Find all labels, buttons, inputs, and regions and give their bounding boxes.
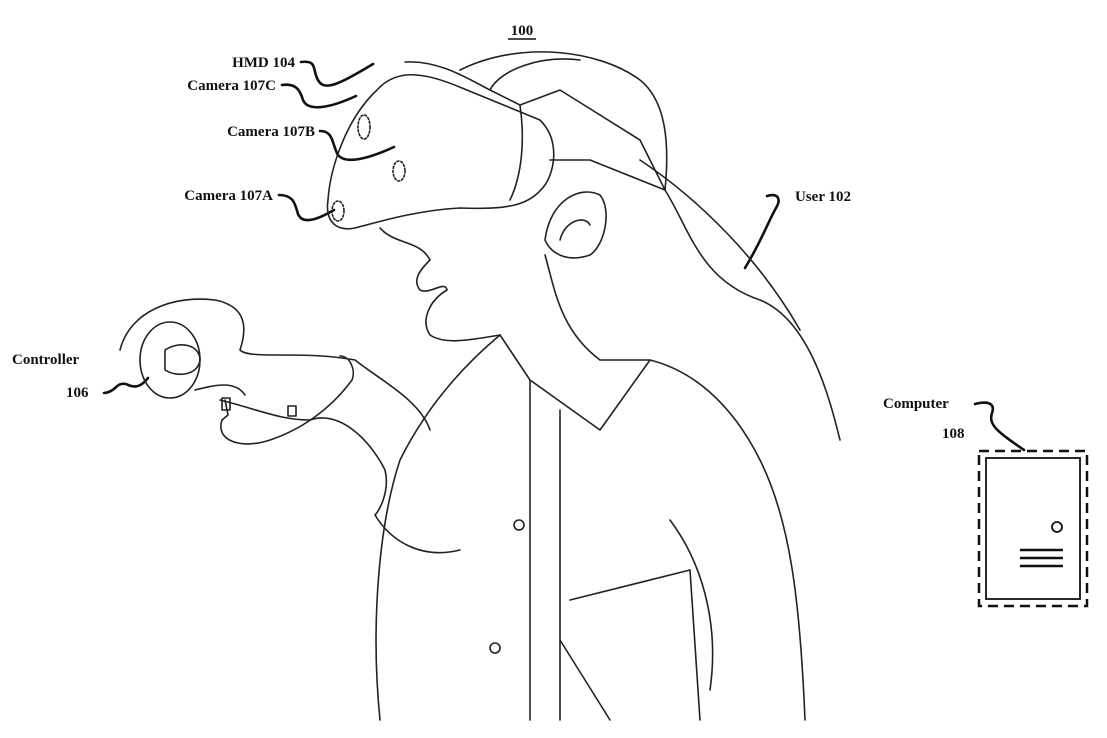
label-camera-107a: Camera 107A (184, 188, 273, 204)
label-computer: Computer (883, 396, 949, 412)
camera-107a-icon (331, 200, 345, 222)
arm-and-controller (119, 298, 461, 554)
label-controller-ref: 106 (66, 385, 89, 401)
controller-icon (139, 321, 201, 399)
label-controller: Controller (12, 352, 80, 368)
camera-107c-icon (357, 114, 371, 140)
label-camera-107c: Camera 107C (187, 78, 276, 94)
label-hmd: HMD 104 (232, 55, 295, 71)
leader-lines (102, 60, 1026, 452)
label-user: User 102 (795, 189, 851, 205)
label-camera-107b: Camera 107B (227, 124, 315, 140)
figure-number: 100 (511, 23, 534, 39)
user-figure (375, 51, 841, 721)
computer-icon (977, 449, 1089, 608)
hmd-headset (326, 58, 666, 230)
label-computer-ref: 108 (942, 426, 965, 442)
camera-107b-icon (392, 160, 406, 182)
